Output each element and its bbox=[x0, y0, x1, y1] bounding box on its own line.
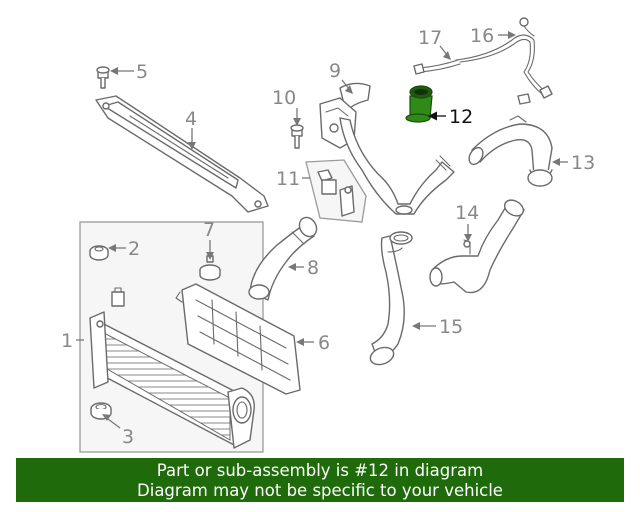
callout-3[interactable]: 3 bbox=[122, 426, 134, 448]
hose-part-8 bbox=[248, 216, 318, 301]
callout-11[interactable]: 11 bbox=[276, 168, 300, 190]
banner-line-1: Part or sub-assembly is #12 in diagram bbox=[156, 461, 484, 480]
callout-labels: 1 2 3 4 5 6 7 8 9 10 11 12 13 14 15 16 1… bbox=[61, 25, 595, 448]
callout-9[interactable]: 9 bbox=[329, 60, 341, 82]
callout-1[interactable]: 1 bbox=[61, 330, 73, 352]
parts-diagram: 1 2 3 4 5 6 7 8 9 10 11 12 13 14 15 16 1… bbox=[61, 17, 595, 453]
callout-14[interactable]: 14 bbox=[455, 202, 479, 224]
hose-part-15 bbox=[369, 231, 413, 366]
nut-part-2 bbox=[89, 245, 109, 261]
callout-4[interactable]: 4 bbox=[185, 108, 197, 130]
bolt-part-5 bbox=[96, 66, 110, 89]
hose-coupler-part-12 bbox=[405, 85, 433, 123]
callout-2[interactable]: 2 bbox=[128, 238, 140, 260]
callout-7[interactable]: 7 bbox=[203, 219, 215, 241]
vacuum-line-part-16 bbox=[455, 17, 553, 99]
bracket-part-4 bbox=[95, 95, 269, 213]
air-tube-part-9 bbox=[319, 82, 455, 215]
pipe-part-13 bbox=[468, 115, 553, 187]
intercooler-core-part-1 bbox=[89, 311, 255, 449]
bolt-part-7 bbox=[199, 255, 221, 281]
callout-8[interactable]: 8 bbox=[307, 257, 319, 279]
info-banner: Part or sub-assembly is #12 in diagram D… bbox=[16, 458, 624, 502]
callout-15[interactable]: 15 bbox=[439, 316, 463, 338]
callout-6[interactable]: 6 bbox=[318, 332, 330, 354]
part-12-flange bbox=[405, 113, 431, 123]
bolt-part-10 bbox=[290, 124, 304, 149]
bracket-part-11 bbox=[305, 159, 367, 223]
clip-bracket bbox=[111, 287, 125, 307]
callout-16[interactable]: 16 bbox=[470, 25, 494, 47]
leader-lines bbox=[76, 31, 568, 429]
pipe-part-14 bbox=[429, 199, 525, 294]
callout-10[interactable]: 10 bbox=[272, 87, 296, 109]
shroud-part-6 bbox=[175, 283, 301, 395]
callout-13[interactable]: 13 bbox=[571, 152, 595, 174]
vacuum-line-part-17 bbox=[413, 59, 531, 105]
callout-5[interactable]: 5 bbox=[136, 61, 148, 83]
callout-17[interactable]: 17 bbox=[418, 27, 442, 49]
callout-12[interactable]: 12 bbox=[449, 106, 473, 128]
banner-line-2: Diagram may not be specific to your vehi… bbox=[137, 481, 503, 500]
